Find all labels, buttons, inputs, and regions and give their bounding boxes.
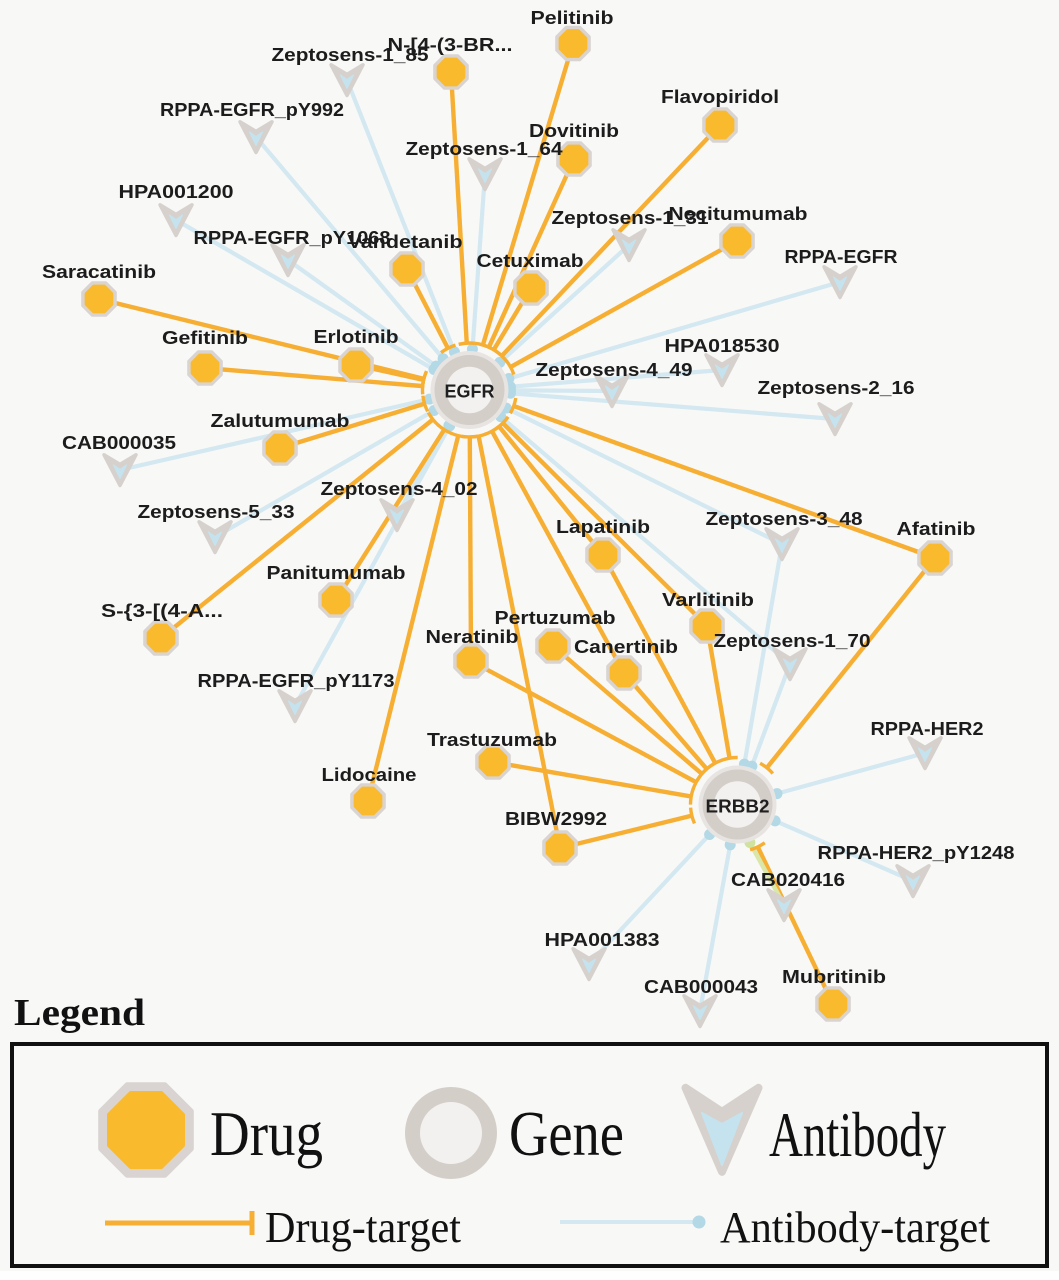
svg-text:Zeptosens-2_16: Zeptosens-2_16 bbox=[758, 378, 915, 398]
svg-text:Mubritinib: Mubritinib bbox=[782, 967, 886, 987]
svg-text:CAB020416: CAB020416 bbox=[731, 870, 845, 890]
svg-text:Zeptosens-1_31: Zeptosens-1_31 bbox=[552, 208, 709, 228]
svg-text:Dovitinib: Dovitinib bbox=[529, 121, 619, 141]
svg-text:Antibody: Antibody bbox=[769, 1100, 946, 1170]
svg-text:RPPA-HER2: RPPA-HER2 bbox=[871, 719, 984, 739]
svg-text:Flavopiridol: Flavopiridol bbox=[661, 87, 779, 107]
svg-text:Pelitinib: Pelitinib bbox=[531, 8, 614, 28]
svg-text:Lidocaine: Lidocaine bbox=[322, 765, 417, 785]
svg-text:Saracatinib: Saracatinib bbox=[42, 262, 156, 282]
svg-text:Zeptosens-1_64: Zeptosens-1_64 bbox=[406, 139, 563, 159]
svg-text:ERBB2: ERBB2 bbox=[706, 796, 770, 817]
svg-text:Zeptosens-4_02: Zeptosens-4_02 bbox=[321, 479, 478, 499]
svg-text:Necitumumab: Necitumumab bbox=[669, 204, 808, 224]
svg-text:Zeptosens-5_33: Zeptosens-5_33 bbox=[138, 502, 295, 522]
svg-text:Gene: Gene bbox=[509, 1099, 624, 1169]
svg-text:HPA001383: HPA001383 bbox=[545, 930, 660, 950]
svg-text:Panitumumab: Panitumumab bbox=[267, 563, 406, 583]
svg-text:Legend: Legend bbox=[14, 992, 145, 1034]
svg-text:N-[4-(3-BR...: N-[4-(3-BR... bbox=[388, 35, 513, 55]
svg-text:Neratinib: Neratinib bbox=[426, 627, 519, 647]
svg-text:HPA001200: HPA001200 bbox=[119, 182, 234, 202]
svg-text:CAB000043: CAB000043 bbox=[644, 977, 758, 997]
svg-text:RPPA-EGFR_pY1068: RPPA-EGFR_pY1068 bbox=[194, 228, 391, 248]
svg-text:Cetuximab: Cetuximab bbox=[477, 251, 584, 271]
svg-text:BIBW2992: BIBW2992 bbox=[505, 809, 607, 829]
svg-text:Zeptosens-1_70: Zeptosens-1_70 bbox=[714, 631, 871, 651]
svg-text:Vandetanib: Vandetanib bbox=[348, 232, 463, 252]
svg-text:Varlitinib: Varlitinib bbox=[662, 590, 754, 610]
svg-text:RPPA-EGFR: RPPA-EGFR bbox=[785, 247, 898, 267]
svg-text:Antibody-target: Antibody-target bbox=[720, 1203, 990, 1252]
svg-text:S-{3-[(4-A...: S-{3-[(4-A... bbox=[101, 601, 223, 621]
svg-text:Drug-target: Drug-target bbox=[265, 1203, 461, 1252]
svg-text:Pertuzumab: Pertuzumab bbox=[495, 608, 616, 628]
svg-text:Zeptosens-4_49: Zeptosens-4_49 bbox=[536, 360, 693, 380]
svg-text:Drug: Drug bbox=[210, 1099, 323, 1169]
svg-text:Gefitinib: Gefitinib bbox=[162, 328, 248, 348]
svg-text:Lapatinib: Lapatinib bbox=[556, 517, 650, 537]
svg-text:Zeptosens-1_85: Zeptosens-1_85 bbox=[272, 45, 429, 65]
svg-text:Zeptosens-3_48: Zeptosens-3_48 bbox=[706, 509, 863, 529]
svg-text:Canertinib: Canertinib bbox=[574, 637, 678, 657]
svg-text:EGFR: EGFR bbox=[445, 382, 495, 402]
svg-text:RPPA-EGFR_pY992: RPPA-EGFR_pY992 bbox=[160, 100, 344, 120]
svg-text:RPPA-HER2_pY1248: RPPA-HER2_pY1248 bbox=[818, 843, 1015, 863]
svg-text:Afatinib: Afatinib bbox=[897, 519, 976, 539]
svg-text:CAB000035: CAB000035 bbox=[62, 433, 176, 453]
svg-text:Trastuzumab: Trastuzumab bbox=[427, 730, 557, 750]
svg-text:HPA018530: HPA018530 bbox=[665, 336, 780, 356]
svg-text:RPPA-EGFR_pY1173: RPPA-EGFR_pY1173 bbox=[198, 671, 395, 691]
svg-text:Erlotinib: Erlotinib bbox=[314, 327, 399, 347]
svg-text:Zalutumumab: Zalutumumab bbox=[211, 411, 350, 431]
